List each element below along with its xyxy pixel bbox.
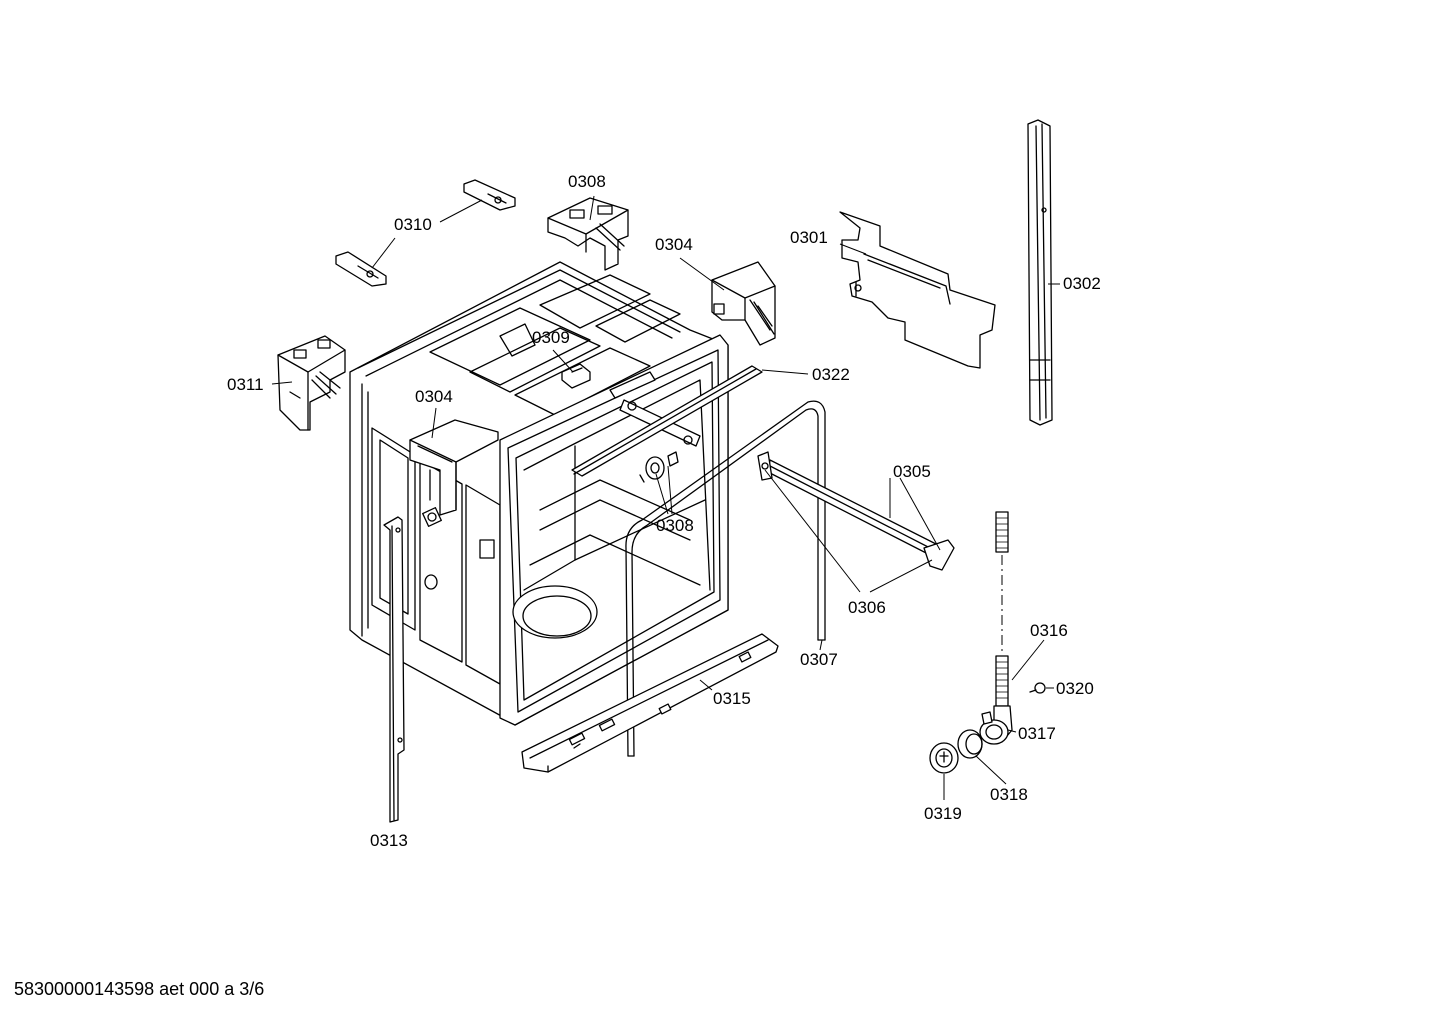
label-0304-lower: 0304	[415, 387, 453, 406]
seal-0307-drawing	[625, 400, 826, 757]
label-0322: 0322	[812, 365, 850, 384]
label-0308-main: 0308	[656, 516, 694, 535]
label-0319: 0319	[924, 804, 962, 823]
tub-body-drawing	[349, 261, 729, 726]
label-0301: 0301	[790, 228, 828, 247]
hinge-bracket-0310-drawing	[547, 197, 629, 271]
hose-0316-drawing	[995, 511, 1009, 707]
label-0315: 0315	[713, 689, 751, 708]
label-0311-text: 0311	[227, 375, 264, 394]
label-0305: 0305	[893, 462, 931, 481]
label-0318: 0318	[990, 785, 1028, 804]
label-0320: 0320	[1056, 679, 1094, 698]
label-0317: 0317	[1018, 724, 1056, 743]
label-0306: 0306	[848, 598, 886, 617]
rail-0302-drawing	[1027, 119, 1053, 426]
strip-0322-drawing	[571, 365, 763, 477]
plate-0312-lower-drawing	[335, 251, 387, 287]
elbow-0317-drawing	[979, 705, 1013, 745]
label-0309: 0309	[532, 328, 570, 347]
bracket-0304-lower-drawing	[409, 419, 499, 516]
panel-0301-drawing	[839, 211, 996, 369]
label-0313: 0313	[370, 831, 408, 850]
bracket-0304-upper-drawing	[711, 261, 776, 346]
plate-0312-upper-drawing	[463, 179, 516, 211]
label-0310: 0308	[568, 172, 606, 191]
label-0307: 0307	[800, 650, 838, 669]
label-0312: 0310	[394, 215, 432, 234]
label-0304-upper: 0304	[655, 235, 693, 254]
cap-0319-drawing	[929, 742, 959, 774]
hinge-bracket-0311-drawing	[277, 335, 346, 431]
label-0302: 0302	[1063, 274, 1101, 293]
document-reference: 58300000143598 aet 000 a 3/6	[14, 979, 265, 999]
label-0316: 0316	[1030, 621, 1068, 640]
bar-0305-drawing	[757, 451, 955, 571]
screw-0320-drawing	[1029, 682, 1046, 694]
strip-0313-drawing	[383, 516, 405, 823]
leader-lines	[271, 195, 1060, 800]
ring-0318-drawing	[957, 729, 983, 759]
plinth-0315-drawing	[521, 633, 779, 773]
